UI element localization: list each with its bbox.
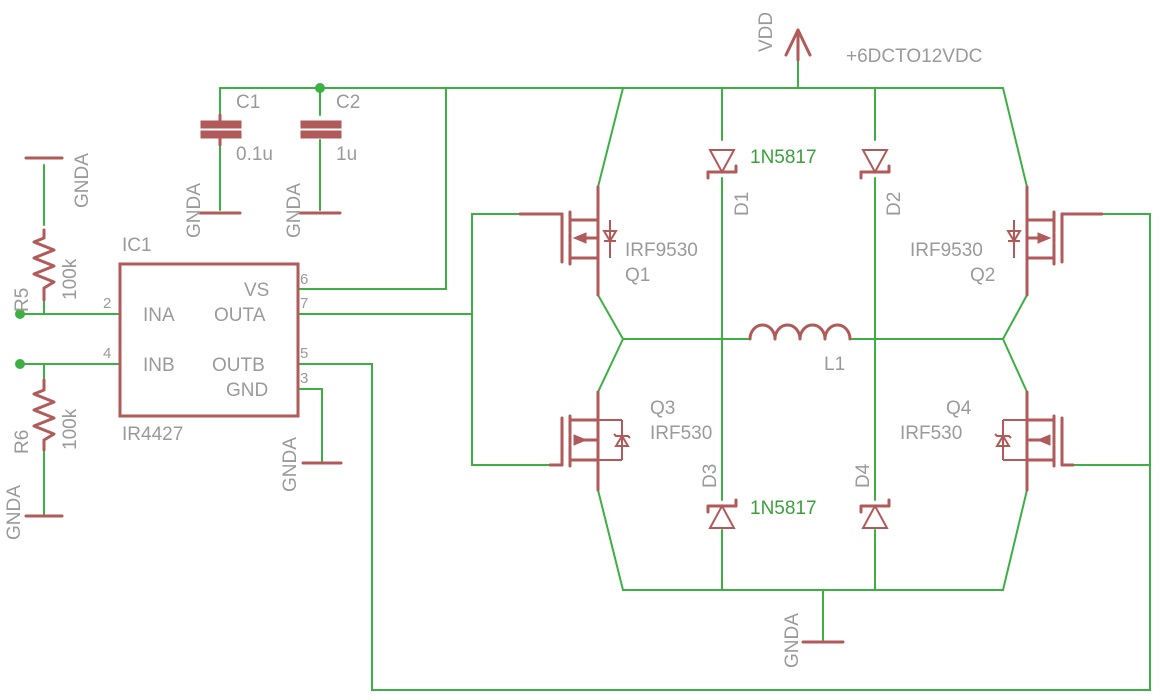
diode-d1: 1N5817 D1 (706, 147, 817, 216)
capacitor-c2: C2 1u GNDA (284, 92, 360, 238)
ic1-part: IR4427 (122, 424, 183, 445)
c2-ground-label: GNDA (284, 183, 305, 238)
diode-d3: 1N5817 D3 (700, 464, 817, 529)
pin-outb: OUTB (212, 355, 265, 376)
l1-ref: L1 (824, 354, 845, 375)
c2-ref: C2 (336, 92, 360, 113)
pin-number-4: 4 (103, 345, 111, 362)
pin-number-7: 7 (300, 295, 308, 312)
inductor-l1: L1 (748, 323, 852, 375)
q2-ref: Q2 (970, 265, 995, 286)
q1-part: IRF9530 (625, 240, 698, 261)
pin-ina: INA (143, 305, 175, 326)
r6-value: 100k (60, 408, 81, 450)
q4-part: IRF530 (900, 423, 962, 444)
vdd-symbol: VDD +6DCTO12VDC (756, 12, 982, 67)
diode-d4: D4 (853, 463, 891, 529)
diode-d2: D2 (859, 149, 905, 216)
ic1-ref: IC1 (122, 235, 152, 256)
c1-ref: C1 (236, 92, 260, 113)
q1-ref: Q1 (625, 265, 650, 286)
bridge-ground: GNDA (782, 613, 845, 668)
pin-inb: INB (143, 355, 175, 376)
r5-value: 100k (60, 258, 81, 300)
r6-ground-label: GNDA (4, 485, 25, 540)
mosfet-q1: IRF9530 Q1 (518, 185, 698, 297)
d1-part: 1N5817 (750, 147, 817, 168)
q3-ref: Q3 (650, 398, 675, 419)
mosfet-q3: Q3 IRF530 (548, 390, 712, 492)
vdd-label: VDD (756, 12, 777, 52)
pin-gnd: GND (226, 380, 268, 401)
d3-part: 1N5817 (750, 498, 817, 519)
pin-number-2: 2 (103, 295, 111, 312)
r6-ref: R6 (12, 430, 33, 454)
pin-vs: VS (244, 280, 269, 301)
bridge-ground-label: GNDA (782, 613, 803, 668)
ic1: IC1 IR4427 INA INB VS OUTA OUTB GND 2 4 … (103, 235, 343, 492)
capacitor-c1: C1 0.1u GNDA (184, 92, 273, 238)
wires (15, 59, 1151, 691)
c1-value: 0.1u (236, 144, 273, 165)
d4-ref: D4 (853, 463, 874, 488)
pin-number-6: 6 (300, 271, 308, 288)
d2-ref: D2 (884, 192, 905, 216)
d1-ref: D1 (732, 192, 753, 216)
resistor-r6: R6 100k GNDA (4, 378, 81, 540)
ic1-ground-label: GNDA (280, 437, 301, 492)
resistor-r5: GNDA R5 100k (12, 153, 93, 312)
c2-value: 1u (336, 144, 357, 165)
pin-outa: OUTA (214, 305, 266, 326)
q3-part: IRF530 (650, 423, 712, 444)
r5-ground-label: GNDA (72, 153, 93, 208)
d3-ref: D3 (700, 464, 721, 488)
mosfet-q2: IRF9530 Q2 (910, 185, 1104, 297)
pin-number-3: 3 (300, 370, 308, 387)
c1-ground-label: GNDA (184, 183, 205, 238)
mosfet-q4: Q4 IRF530 (900, 390, 1075, 492)
q4-ref: Q4 (946, 398, 972, 419)
r5-ref: R5 (12, 288, 33, 312)
pin-number-5: 5 (300, 345, 308, 362)
q2-part: IRF9530 (910, 240, 983, 261)
supply-voltage-label: +6DCTO12VDC (846, 46, 982, 67)
